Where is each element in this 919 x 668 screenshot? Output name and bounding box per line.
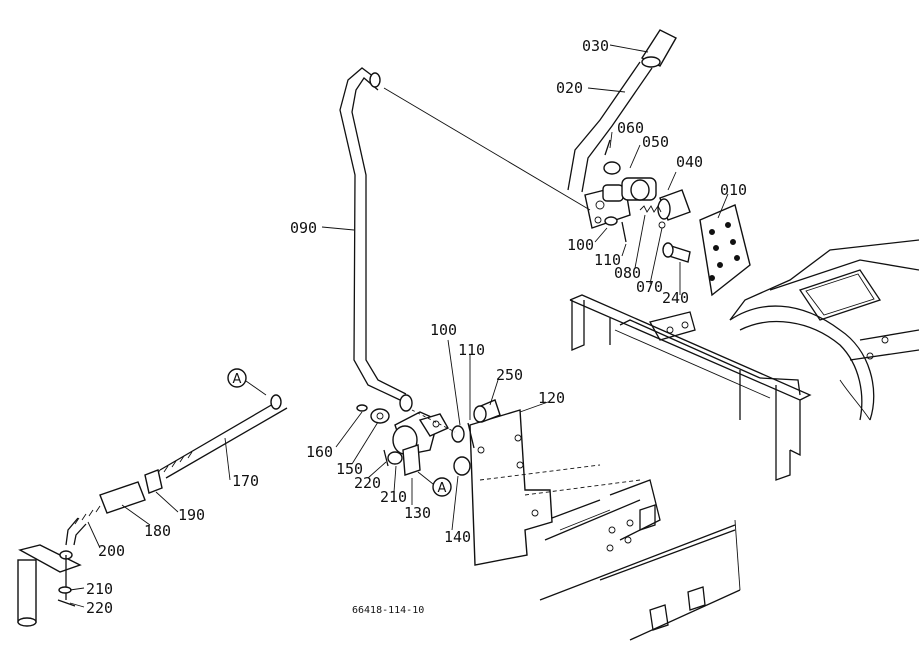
part-labels: 030 020 060 050 040 010 100 110 080 070 … <box>86 37 747 617</box>
label-220-upper: 220 <box>354 474 381 492</box>
label-170: 170 <box>232 472 259 490</box>
pedal-assembly <box>567 29 751 297</box>
label-060: 060 <box>617 119 644 137</box>
label-210-lower: 210 <box>86 580 113 598</box>
rod-170 <box>17 394 288 627</box>
label-100-lower: 100 <box>430 321 457 339</box>
label-250: 250 <box>496 366 523 384</box>
rod-090 <box>339 67 591 412</box>
label-160: 160 <box>306 443 333 461</box>
label-110-lower: 110 <box>458 341 485 359</box>
label-240: 240 <box>662 289 689 307</box>
drawing-code: 66418-114-10 <box>352 605 424 616</box>
clevis-group <box>356 399 501 476</box>
label-090: 090 <box>290 219 317 237</box>
label-220-lower: 220 <box>86 599 113 617</box>
label-210-upper: 210 <box>380 488 407 506</box>
label-070: 070 <box>636 278 663 296</box>
label-180: 180 <box>144 522 171 540</box>
ref-marker-lower: A <box>417 471 452 497</box>
label-080: 080 <box>614 264 641 282</box>
label-140: 140 <box>444 528 471 546</box>
label-200: 200 <box>98 542 125 560</box>
label-130: 130 <box>404 504 431 522</box>
ref-marker-upper: A <box>227 368 267 396</box>
label-150: 150 <box>336 460 363 478</box>
label-110-upper: 110 <box>594 251 621 269</box>
label-120: 120 <box>538 389 565 407</box>
label-020: 020 <box>556 79 583 97</box>
plate-120 <box>469 409 641 566</box>
svg-text:A: A <box>438 481 447 496</box>
frame-assembly <box>519 239 919 641</box>
label-010: 010 <box>720 181 747 199</box>
leader-lines <box>69 44 729 608</box>
label-100-upper: 100 <box>567 236 594 254</box>
svg-text:A: A <box>233 372 242 387</box>
label-030: 030 <box>582 37 609 55</box>
label-040: 040 <box>676 153 703 171</box>
label-190: 190 <box>178 506 205 524</box>
label-050: 050 <box>642 133 669 151</box>
